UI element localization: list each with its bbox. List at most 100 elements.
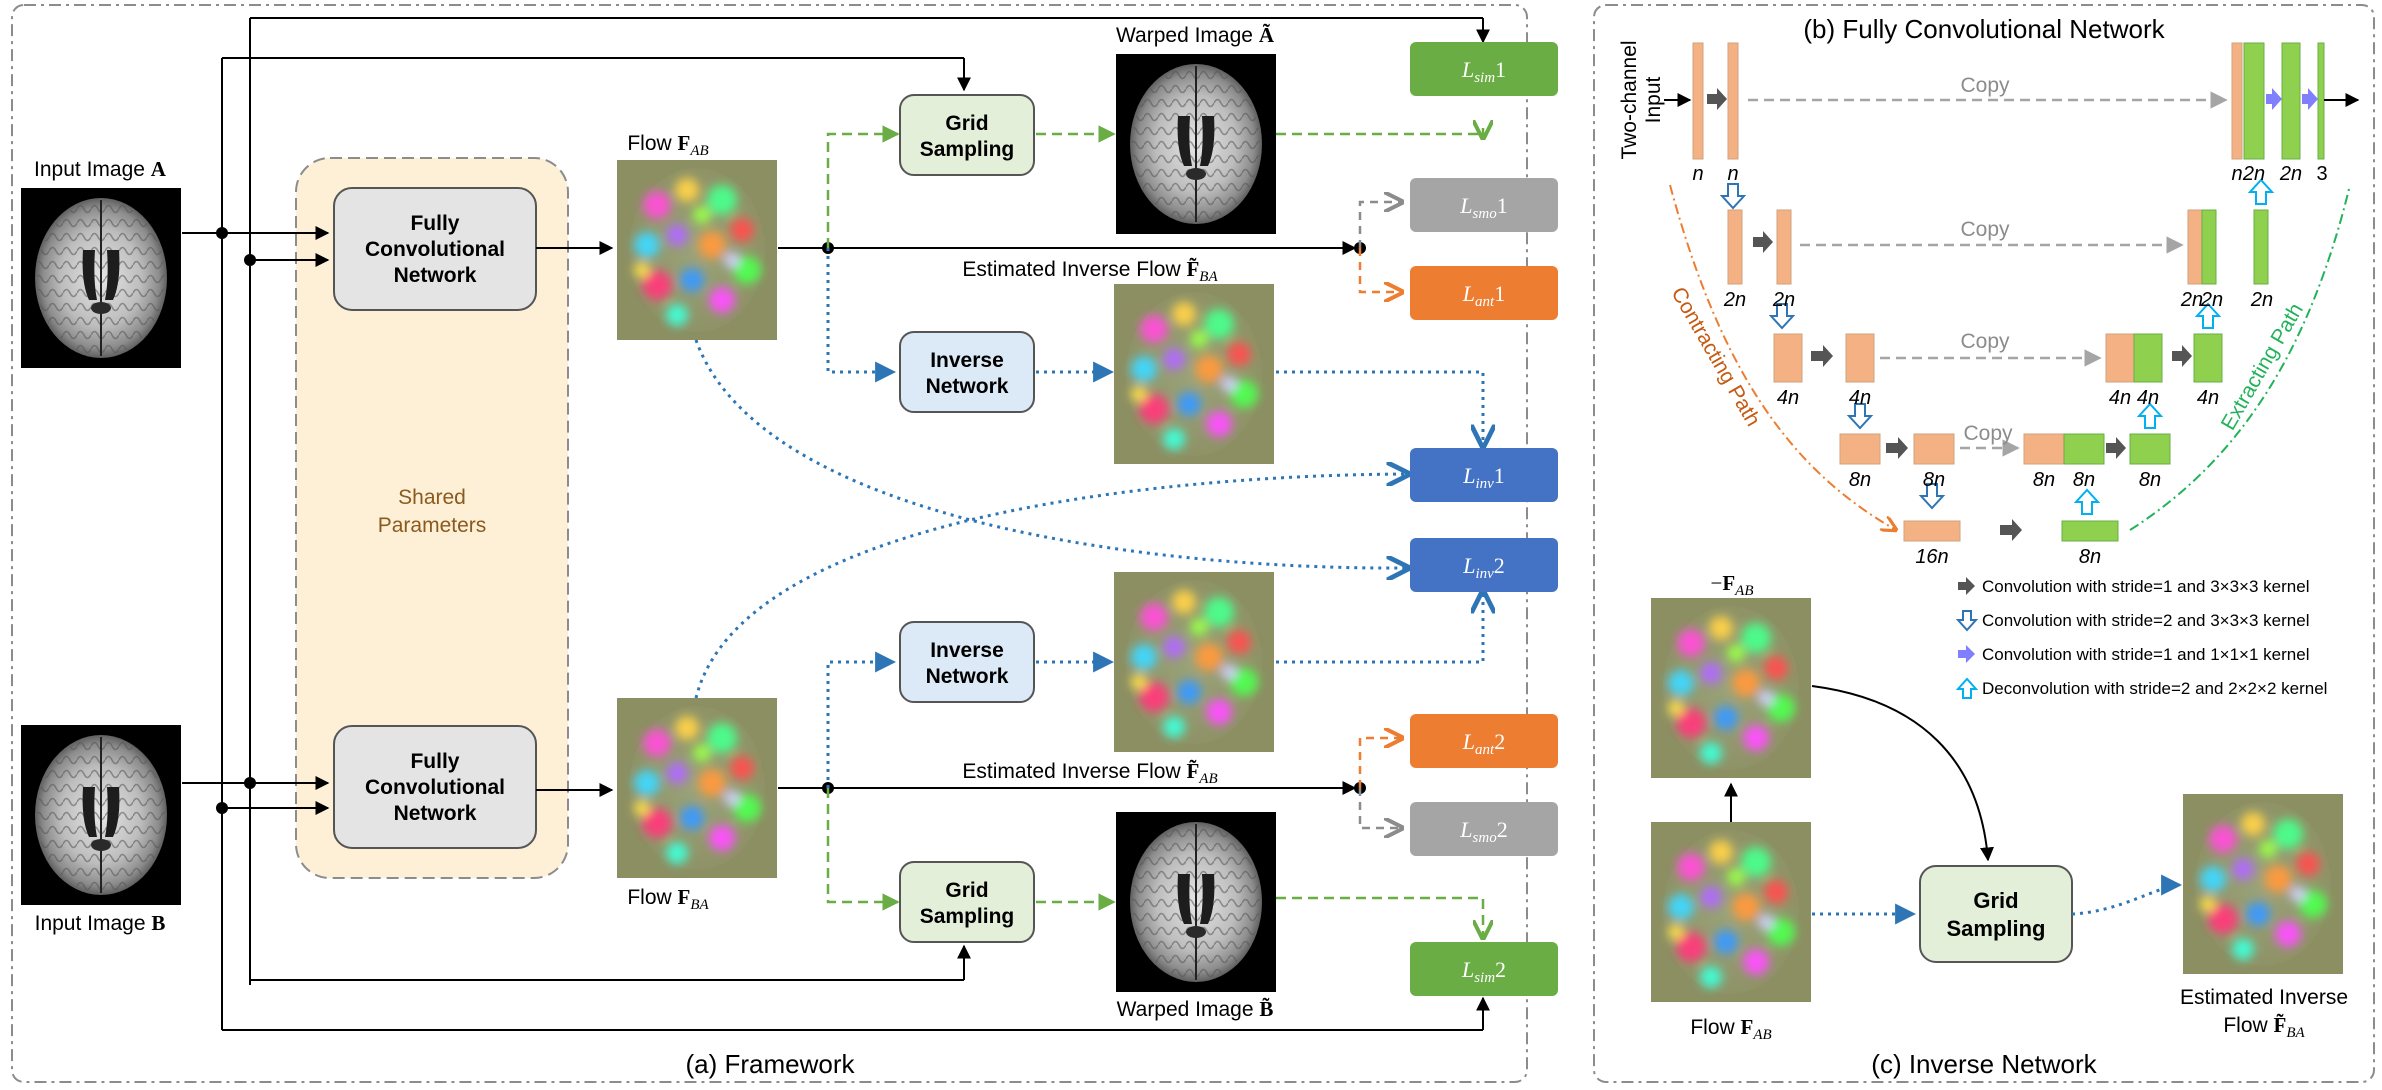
inverse-grid-sampling-box xyxy=(1919,865,2073,963)
grid-bottom-line1: Grid xyxy=(945,879,988,902)
loss-label-inv-2: Linv2 xyxy=(1462,553,1505,582)
svg-text:8n: 8n xyxy=(1849,469,1871,491)
svg-text:n: n xyxy=(1692,163,1703,185)
input-image-a xyxy=(20,188,182,368)
contracting-path-label: Contracting Path xyxy=(1667,283,1765,430)
shared-parameters-line2: Parameters xyxy=(378,514,487,537)
fcn-input-label: Two-channelInput xyxy=(1618,40,1665,159)
input-image-b-label: Input Image B xyxy=(35,911,166,935)
inverse-flow-label: Flow FAB xyxy=(1690,1015,1771,1043)
svg-text:n: n xyxy=(2231,163,2242,185)
est-inverse-ba-label: Estimated Inverse Flow F̃BA xyxy=(962,257,1218,285)
svg-text:8n: 8n xyxy=(1923,469,1945,491)
extracting-path-curve xyxy=(2129,184,2351,531)
fcn-legend: Convolution with stride=1 and 3×3×3 kern… xyxy=(1955,577,2327,699)
legend-item-text: Convolution with stride=1 and 3×3×3 kern… xyxy=(1982,577,2309,596)
fcn-inverse-panel xyxy=(1593,4,2375,1083)
fcn-bottom-box xyxy=(333,725,537,849)
warped-image-a xyxy=(1116,54,1276,234)
loss-box-ant-2 xyxy=(1410,714,1558,768)
svg-text:4n: 4n xyxy=(2197,387,2219,409)
grid-top-line2: Sampling xyxy=(920,138,1015,161)
green-dashed-top xyxy=(826,128,1483,248)
loss-box-sim-1 xyxy=(1410,42,1558,96)
inverse-est-line1: Estimated Inverse xyxy=(2180,986,2348,1009)
svg-text:n: n xyxy=(1727,163,1738,185)
fcn-purple-arrows xyxy=(2266,88,2318,110)
svg-text:4n: 4n xyxy=(1777,387,1799,409)
neg-flow-label: −FAB xyxy=(1711,571,1754,599)
svg-text:2n: 2n xyxy=(2180,289,2203,311)
input-image-a-label: Input Image A xyxy=(34,157,167,181)
copy-label-2: Copy xyxy=(1960,218,2010,241)
svg-text:2n: 2n xyxy=(2242,163,2265,185)
framework-caption: (a) Framework xyxy=(685,1049,855,1079)
neg-flow-to-grid-arrow xyxy=(1811,685,1994,862)
copy-label-3: Copy xyxy=(1960,330,2010,353)
svg-text:2n: 2n xyxy=(2200,289,2223,311)
svg-text:2n: 2n xyxy=(2279,163,2302,185)
svg-text:16n: 16n xyxy=(1915,546,1948,568)
copy-label-4: Copy xyxy=(1963,422,2013,445)
flow-ba-label: Flow FBA xyxy=(627,885,709,913)
fcn-top-line1: Fully xyxy=(410,212,459,235)
green-dashed-bottom xyxy=(826,788,1483,938)
legend-item-text: Convolution with stride=2 and 3×3×3 kern… xyxy=(1982,611,2309,630)
extracting-path-label: Extracting Path xyxy=(2217,299,2308,434)
inverse-grid-line2: Sampling xyxy=(1946,916,2045,941)
svg-text:2n: 2n xyxy=(1723,289,1746,311)
legend-item-text: Convolution with stride=1 and 1×1×1 kern… xyxy=(1982,645,2309,664)
warped-b-label: Warped Image B̃ xyxy=(1117,997,1274,1021)
fcn-caption: (b) Fully Convolutional Network xyxy=(1803,14,2165,44)
loss-box-inv-1 xyxy=(1410,448,1558,502)
purple-arrow-icon xyxy=(1958,645,1975,663)
inverse-bottom-line2: Network xyxy=(926,665,1009,688)
shared-parameters-box xyxy=(295,157,569,879)
inverse-grid-line1: Grid xyxy=(1973,888,2018,913)
copy-label-1: Copy xyxy=(1960,74,2010,97)
inverse-network-bottom-box xyxy=(899,621,1035,703)
gray-orange-branches xyxy=(1358,202,1402,828)
svg-text:2n: 2n xyxy=(2250,289,2273,311)
fcn-top-line2: Convolutional xyxy=(365,238,505,261)
loss-box-ant-1 xyxy=(1410,266,1558,320)
grid-top-line1: Grid xyxy=(945,112,988,135)
inverse-flow-input-image xyxy=(1651,822,1811,1002)
hollow-up-arrow-icon xyxy=(1955,677,1979,699)
loss-box-smo-2 xyxy=(1410,802,1558,856)
fcn-size-labels: n n n 2n 2n 3 2n 2n 2n 2n 2n 4n 4n 4n 4n… xyxy=(1692,163,2327,568)
loss-box-sim-2 xyxy=(1410,942,1558,996)
fcn-top-line3: Network xyxy=(394,264,477,287)
contracting-path-curve xyxy=(1669,184,1896,530)
loss-label-ant-1: Lant1 xyxy=(1462,281,1505,310)
svg-text:8n: 8n xyxy=(2033,469,2055,491)
shared-parameters-line1: Shared xyxy=(398,486,466,509)
svg-text:8n: 8n xyxy=(2073,469,2095,491)
hollow-down-arrow-icon xyxy=(1955,610,1979,632)
inverse-estimated-flow-image xyxy=(2183,794,2343,974)
est-inverse-flow-ab-image xyxy=(1114,572,1274,752)
loss-box-inv-2 xyxy=(1410,538,1558,592)
grid-sampling-top-box xyxy=(899,94,1035,176)
inverse-top-line1: Inverse xyxy=(930,349,1004,372)
svg-text:3: 3 xyxy=(2316,163,2327,185)
est-inverse-flow-ba-image xyxy=(1114,284,1274,464)
blue-dotted-paths xyxy=(694,248,1483,788)
loss-label-sim-1: Lsim1 xyxy=(1461,57,1506,86)
inverse-network-top-box xyxy=(899,331,1035,413)
grid-to-est-arrow xyxy=(2071,874,2183,916)
loss-label-smo-2: Lsmo2 xyxy=(1459,817,1507,846)
svg-text:8n: 8n xyxy=(2139,469,2161,491)
fcn-bottom-line3: Network xyxy=(394,802,477,825)
fcn-bottom-line1: Fully xyxy=(410,750,459,773)
legend-item-text: Deconvolution with stride=2 and 2×2×2 ke… xyxy=(1982,679,2327,698)
inverse-top-line2: Network xyxy=(926,375,1009,398)
fcn-dark-conv-arrows xyxy=(1707,88,2192,541)
loss-box-smo-1 xyxy=(1410,178,1558,232)
svg-text:8n: 8n xyxy=(2079,546,2101,568)
flow-ab-label: Flow FAB xyxy=(627,131,708,159)
fcn-hollow-down-arrows xyxy=(1719,183,1946,510)
warped-image-b xyxy=(1116,812,1276,992)
